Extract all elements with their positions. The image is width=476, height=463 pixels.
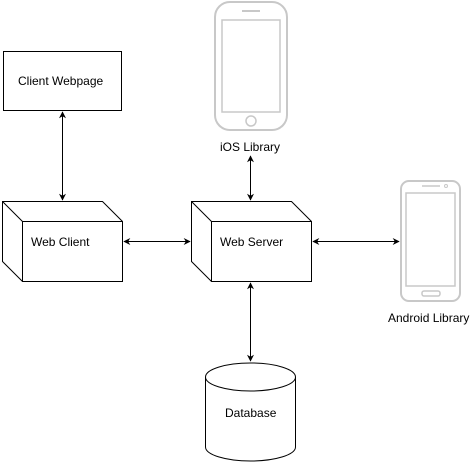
web-client-box [2, 201, 123, 282]
web-server-box [191, 201, 312, 282]
android-library-label: Android Library [388, 311, 470, 325]
database-cylinder [205, 362, 296, 462]
ios-phone-icon [214, 1, 288, 131]
database-label: Database [225, 406, 277, 420]
client-webpage-box [3, 51, 122, 111]
client-webpage-label: Client Webpage [18, 74, 104, 88]
web-server-label: Web Server [220, 235, 284, 249]
web-client-label: Web Client [31, 235, 90, 249]
android-phone-icon [400, 180, 461, 302]
ios-library-label: iOS Library [220, 140, 281, 154]
